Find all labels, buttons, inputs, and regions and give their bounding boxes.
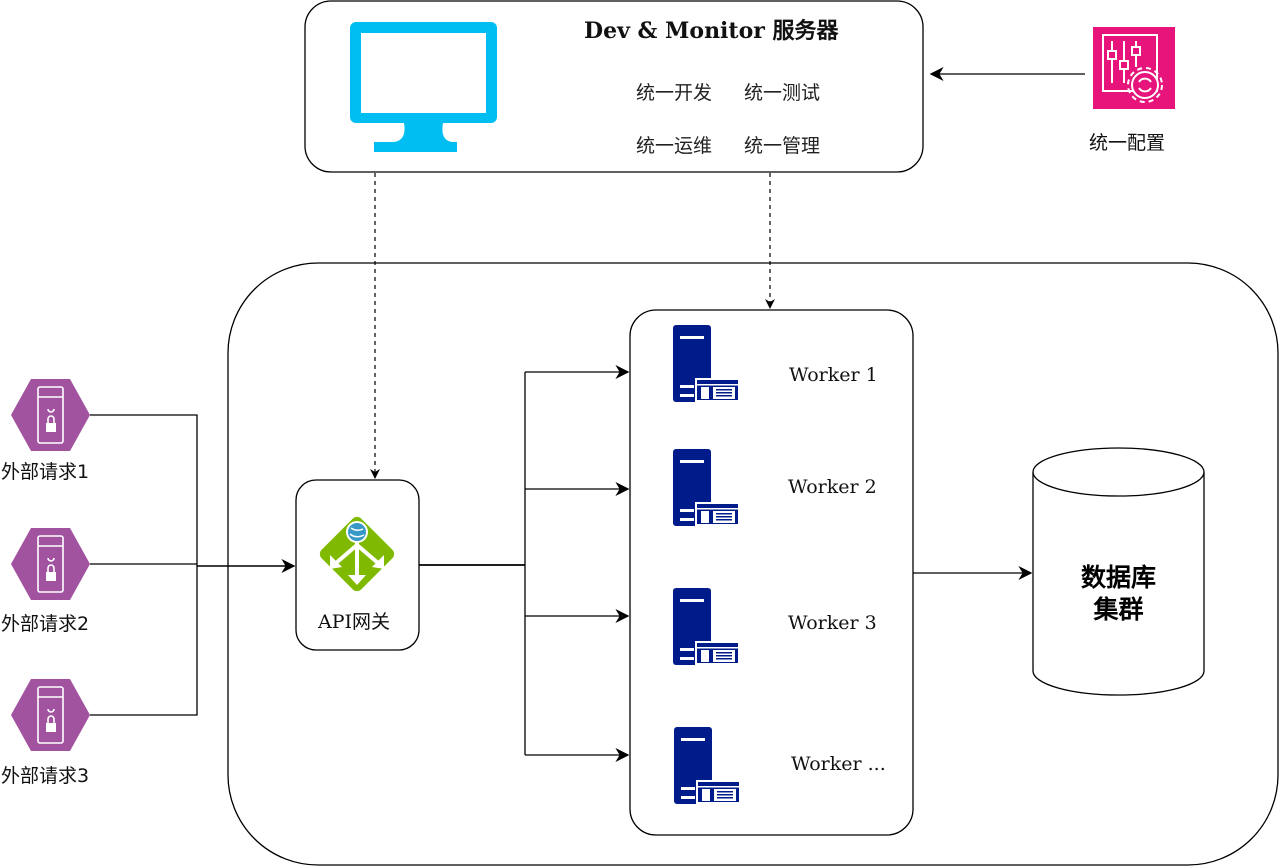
monitor-icon: [350, 22, 497, 152]
api-gateway-icon: [319, 516, 395, 592]
settings-sliders-gear-icon: [1093, 27, 1175, 109]
database-label-line1: 数据库: [1080, 563, 1156, 592]
worker-icon-3: [673, 588, 740, 665]
worker-icon-1: [673, 325, 740, 402]
gateway-label: API网关: [318, 611, 391, 633]
worker-label-2: Worker 2: [788, 476, 877, 498]
secure-server-icon: [11, 379, 90, 451]
feature-unified-dev: 统一开发: [636, 82, 713, 104]
worker-label-4: Worker ...: [791, 753, 886, 775]
secure-server-icon: [11, 679, 90, 751]
worker-icon-4: [674, 727, 741, 804]
config-label: 统一配置: [1089, 132, 1166, 154]
feature-unified-mgmt: 统一管理: [744, 135, 821, 157]
client-icon-1: [11, 379, 90, 451]
database-cluster-cylinder[interactable]: [1032, 447, 1205, 696]
client-label-1: 外部请求1: [1, 461, 90, 483]
database-label-line2: 集群: [1093, 595, 1144, 624]
client-icon-3: [11, 679, 90, 751]
feature-unified-ops: 统一运维: [636, 135, 713, 157]
client-label-2: 外部请求2: [1, 613, 90, 635]
client-label-3: 外部请求3: [1, 765, 90, 787]
worker-label-3: Worker 3: [788, 612, 877, 634]
client-connectors: [90, 414, 198, 716]
feature-unified-test: 统一测试: [744, 82, 821, 104]
dev-monitor-title: Dev & Monitor 服务器: [584, 18, 839, 44]
client-icon-2: [11, 528, 90, 600]
gateway-to-workers-connectors: [419, 365, 630, 762]
worker-icon-2: [673, 449, 740, 526]
secure-server-icon: [11, 528, 90, 600]
database-label: 数据库 集群: [1033, 562, 1204, 626]
worker-label-1: Worker 1: [789, 364, 878, 386]
